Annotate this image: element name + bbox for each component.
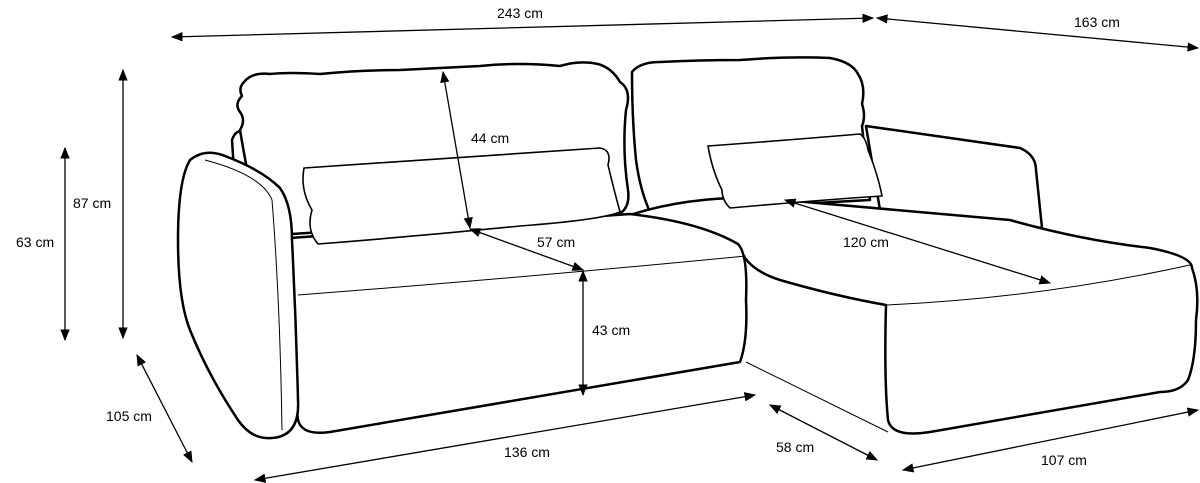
label-chaise-seat-length: 120 cm	[843, 234, 889, 250]
dim-line-105	[136, 353, 193, 464]
label-seat-height: 43 cm	[592, 322, 630, 338]
dim-line-136	[253, 392, 757, 483]
label-chaise-width: 107 cm	[1041, 452, 1087, 468]
dimension-labels: 243 cm 163 cm 87 cm 63 cm 44 cm 57 cm 12…	[16, 5, 1120, 468]
dim-line-107	[901, 407, 1200, 473]
label-chaise-side-depth: 58 cm	[776, 439, 814, 455]
sofa-outline	[176, 56, 1199, 440]
label-backrest-height: 44 cm	[471, 130, 509, 146]
chaise-corner-seam	[745, 361, 889, 433]
dim-line-243	[170, 13, 875, 42]
chaise-front-seam	[885, 264, 1191, 306]
dim-line-44	[440, 70, 473, 230]
label-front-width: 136 cm	[504, 444, 550, 460]
label-total-depth: 105 cm	[106, 408, 152, 424]
label-arm-height: 63 cm	[16, 234, 54, 250]
right-throw-pillow	[707, 133, 883, 209]
label-chaise-length: 163 cm	[1074, 14, 1120, 30]
label-total-width: 243 cm	[497, 5, 543, 21]
label-seat-depth: 57 cm	[537, 234, 575, 250]
dim-line-57	[468, 228, 585, 271]
seat-front-seam	[297, 255, 747, 296]
dim-line-120	[783, 198, 1052, 285]
dim-line-163	[875, 14, 1200, 52]
dim-line-58	[768, 404, 879, 461]
left-arm	[176, 151, 300, 440]
left-arm-seam	[204, 159, 283, 431]
label-total-height: 87 cm	[73, 195, 111, 211]
dimension-lines	[60, 13, 1200, 483]
